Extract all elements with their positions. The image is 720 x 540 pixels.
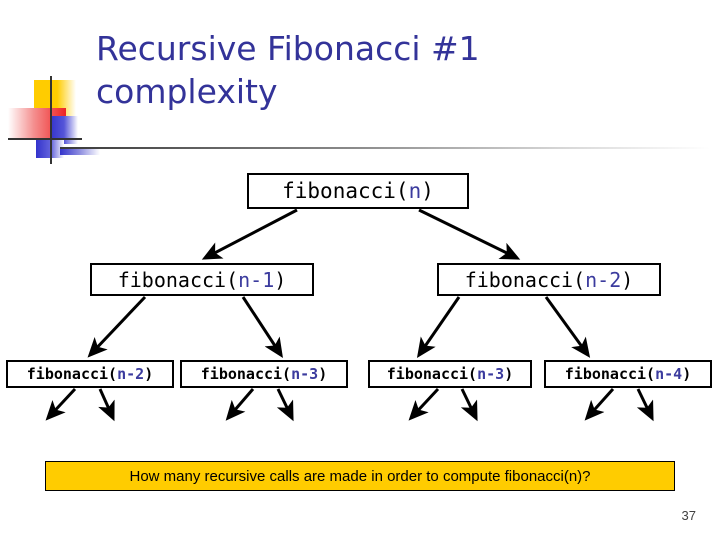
node-text-arg: n-3 — [477, 365, 505, 383]
logo-horizontal-line-icon — [8, 138, 82, 140]
page-number: 37 — [681, 508, 696, 523]
node-text-arg: n-2 — [585, 267, 622, 292]
edge-n2-to-leaf4 — [544, 296, 591, 358]
edge-leaf2-left — [225, 388, 255, 421]
node-text-prefix: fibonacci( — [564, 365, 656, 383]
edge-leaf1-right — [98, 388, 115, 422]
node-text-prefix: fibonacci( — [26, 365, 118, 383]
edge-n1-to-leaf1 — [87, 295, 147, 358]
node-text-suffix: ) — [504, 365, 514, 383]
edge-leaf4-left — [584, 387, 615, 421]
node-text-prefix: fibonacci( — [200, 365, 292, 383]
edge-leaf3-left — [408, 387, 440, 421]
page-title: Recursive Fibonacci #1 complexity — [96, 29, 480, 111]
node-text-arg: n — [408, 179, 422, 203]
edge-root-to-n1 — [201, 208, 298, 260]
node-text-suffix: ) — [621, 267, 634, 292]
decorative-logo — [8, 76, 92, 164]
tree-node-fibonacci-n: fibonacci(n) — [247, 173, 469, 209]
edge-leaf4-right — [636, 388, 654, 422]
node-text-suffix: ) — [144, 365, 154, 383]
edge-leaf3-right — [460, 388, 478, 422]
tree-leaf-fibonacci-n-2: fibonacci(n-2) — [6, 360, 174, 388]
node-text-arg: n-2 — [117, 365, 145, 383]
callout-text: How many recursive calls are made in ord… — [129, 467, 591, 485]
node-text-prefix: fibonacci( — [386, 365, 478, 383]
edge-n1-to-leaf2 — [241, 296, 283, 359]
node-text-suffix: ) — [318, 365, 328, 383]
tree-leaf-fibonacci-n-4: fibonacci(n-4) — [544, 360, 712, 388]
node-text-arg: n-1 — [238, 267, 275, 292]
node-text-arg: n-3 — [291, 365, 319, 383]
title-divider-accent — [60, 149, 100, 155]
tree-node-fibonacci-n-1: fibonacci(n-1) — [90, 263, 314, 296]
node-text-prefix: fibonacci( — [464, 267, 586, 292]
logo-vertical-line-icon — [50, 76, 52, 164]
node-text-prefix: fibonacci( — [117, 267, 239, 292]
question-callout: How many recursive calls are made in ord… — [45, 461, 675, 491]
node-text-suffix: ) — [274, 267, 287, 292]
node-text-prefix: fibonacci( — [282, 179, 409, 203]
tree-leaf-fibonacci-n-3-left: fibonacci(n-3) — [180, 360, 348, 388]
node-text-suffix: ) — [421, 179, 434, 203]
node-text-suffix: ) — [682, 365, 692, 383]
edge-root-to-n2 — [418, 208, 521, 260]
node-text-arg: n-4 — [655, 365, 683, 383]
tree-leaf-fibonacci-n-3-right: fibonacci(n-3) — [368, 360, 532, 388]
edge-n2-to-leaf3 — [416, 296, 461, 358]
title-divider-rule — [60, 147, 710, 149]
edge-leaf1-left — [45, 387, 77, 421]
edge-leaf2-right — [276, 388, 294, 422]
tree-node-fibonacci-n-2: fibonacci(n-2) — [437, 263, 661, 296]
